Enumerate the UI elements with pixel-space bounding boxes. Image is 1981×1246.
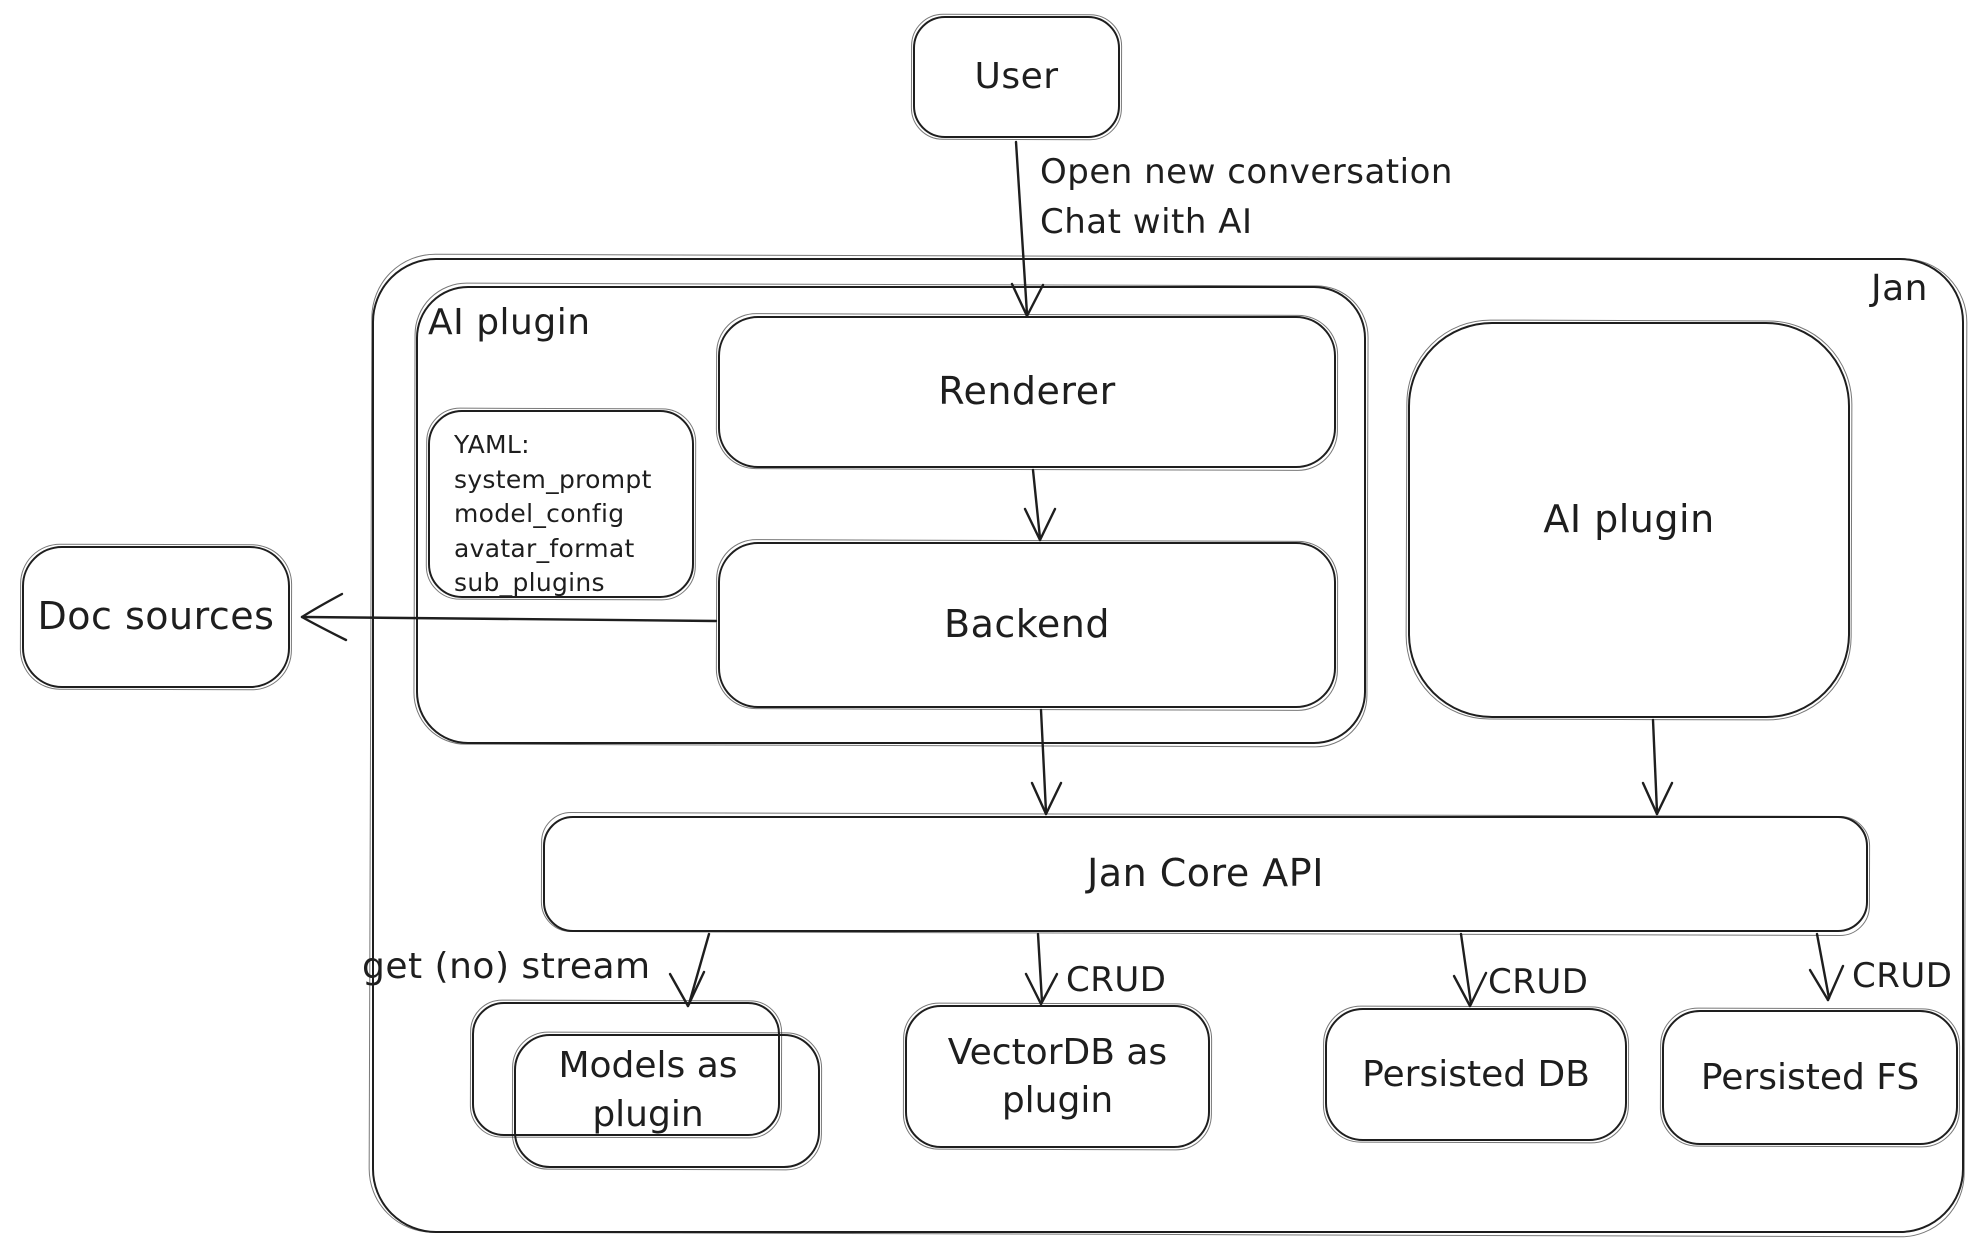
- yaml-note-text: YAML: system_prompt model_config avatar_…: [430, 412, 692, 597]
- yaml-line-model-config: model_config: [454, 499, 625, 528]
- node-user: User: [913, 16, 1120, 138]
- doc-sources-label: Doc sources: [37, 594, 275, 639]
- models-as-plugin-label: Models as plugin: [558, 1045, 738, 1135]
- yaml-line-sub-plugins: sub_plugins: [454, 568, 605, 597]
- container-jan: Jan: [372, 258, 1964, 1233]
- renderer-label: Renderer: [938, 369, 1116, 414]
- node-doc-sources: Doc sources: [22, 546, 290, 688]
- ai-plugin-right-label: AI plugin: [1543, 497, 1715, 542]
- container-ai-plugin-left: AI plugin: [416, 286, 1366, 744]
- node-yaml-note: YAML: system_prompt model_config avatar_…: [428, 410, 694, 598]
- yaml-line-avatar-format: avatar_format: [454, 533, 635, 563]
- yaml-line-system-prompt: system_prompt: [454, 464, 652, 494]
- jan-core-api-label: Jan Core API: [1087, 851, 1324, 896]
- user-label: User: [974, 55, 1059, 97]
- node-jan-core-api: Jan Core API: [543, 816, 1868, 932]
- edge-label-chat-with-ai: Chat with AI: [1040, 202, 1253, 242]
- edge-label-crud-persisted-fs: CRUD: [1852, 956, 1953, 996]
- edge-label-get-no-stream: get (no) stream: [362, 946, 651, 987]
- ai-plugin-left-label: AI plugin: [428, 302, 591, 343]
- node-models-as-plugin-front: [514, 1034, 820, 1168]
- edge-label-open-new-conversation: Open new conversation: [1040, 152, 1453, 192]
- persisted-db-label: Persisted DB: [1362, 1053, 1590, 1095]
- vectordb-as-plugin-label: VectorDB as plugin: [947, 1031, 1168, 1121]
- node-backend: Backend: [718, 542, 1336, 708]
- jan-container-label: Jan: [1871, 268, 1928, 309]
- persisted-fs-label: Persisted FS: [1700, 1056, 1920, 1098]
- edge-label-crud-vectordb: CRUD: [1066, 960, 1167, 1000]
- node-renderer: Renderer: [718, 316, 1336, 468]
- node-vectordb-as-plugin: VectorDB as plugin: [905, 1005, 1210, 1148]
- node-persisted-db: Persisted DB: [1325, 1008, 1627, 1141]
- node-ai-plugin-right: AI plugin: [1408, 322, 1850, 718]
- backend-label: Backend: [944, 602, 1110, 647]
- node-persisted-fs: Persisted FS: [1662, 1010, 1958, 1145]
- edge-label-crud-persisted-db: CRUD: [1488, 962, 1589, 1002]
- yaml-line-title: YAML:: [454, 430, 530, 459]
